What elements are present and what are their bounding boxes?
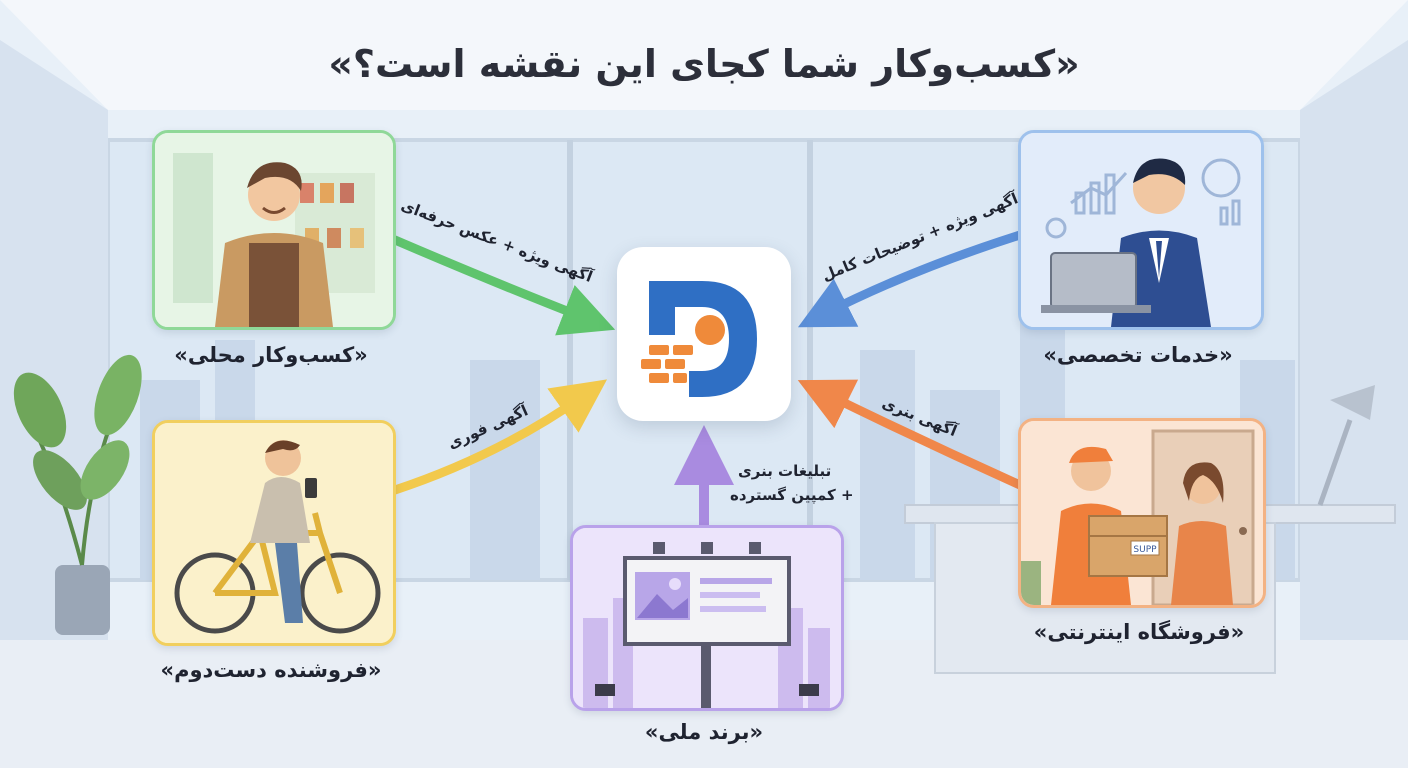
card-national-brand <box>570 525 844 711</box>
arrow-professional-services <box>797 230 1025 328</box>
businessman-illustration <box>1021 133 1261 327</box>
delivery-illustration: SUPP <box>1021 421 1263 605</box>
label-professional-services: «خدمات تخصصی» <box>1043 343 1233 367</box>
edge-label-national-brand-2: + کمپین گسترده <box>730 486 854 504</box>
label-second-hand: «فروشنده دست‌دوم» <box>160 658 382 682</box>
cyclist-illustration <box>155 423 393 643</box>
arrow-second-hand <box>390 379 608 495</box>
plant-decoration <box>13 354 142 635</box>
edge-label-national-brand-1: تبلیغات بنری <box>738 462 832 480</box>
arrow-local-business <box>390 235 616 336</box>
center-logo <box>617 247 791 421</box>
shopkeeper-illustration <box>155 133 393 327</box>
box-label: SUPP <box>1133 545 1157 555</box>
arrow-online-store <box>797 379 1025 490</box>
card-professional-services <box>1018 130 1264 330</box>
card-second-hand <box>152 420 396 646</box>
card-local-business <box>152 130 396 330</box>
billboard-illustration <box>573 528 841 708</box>
card-online-store: SUPP <box>1018 418 1266 608</box>
brand-logo-icon <box>641 281 757 397</box>
label-local-business: «کسب‌وکار محلی» <box>174 343 368 367</box>
label-online-store: «فروشگاه اینترنتی» <box>1033 620 1245 644</box>
page-title: «کسب‌وکار شما کجای این نقشه است؟» <box>328 42 1080 86</box>
label-national-brand: «برند ملی» <box>644 720 764 744</box>
